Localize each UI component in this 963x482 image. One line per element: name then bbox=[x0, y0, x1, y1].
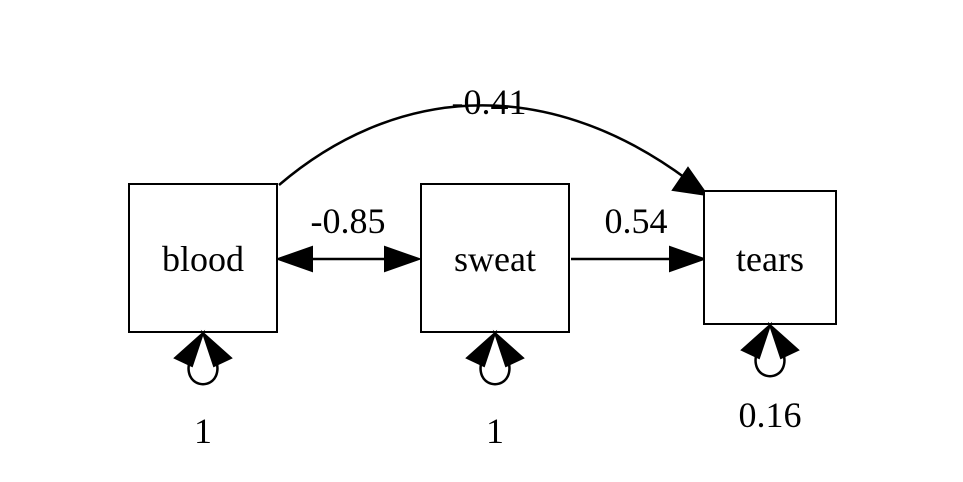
path-sweat-tears bbox=[571, 245, 708, 273]
node-label-tears: tears bbox=[736, 239, 804, 279]
variance-loop-blood bbox=[173, 329, 233, 386]
node-tears: tears bbox=[703, 190, 837, 325]
variance-loop-tears bbox=[740, 321, 800, 378]
variance-label-blood: 1 bbox=[194, 411, 212, 451]
path-blood-tears bbox=[278, 104, 710, 197]
variance-label-tears: 0.16 bbox=[739, 395, 802, 435]
node-label-blood: blood bbox=[162, 239, 244, 279]
path-label-blood-tears: -0.41 bbox=[452, 82, 527, 122]
variance-loop-sweat bbox=[465, 329, 525, 386]
node-blood: blood bbox=[128, 183, 278, 333]
path-label-blood-sweat: -0.85 bbox=[311, 201, 386, 241]
node-sweat: sweat bbox=[420, 183, 570, 333]
path-label-sweat-tears: 0.54 bbox=[605, 201, 668, 241]
variance-label-sweat: 1 bbox=[486, 411, 504, 451]
path-blood-sweat bbox=[274, 245, 423, 273]
node-label-sweat: sweat bbox=[454, 239, 536, 279]
